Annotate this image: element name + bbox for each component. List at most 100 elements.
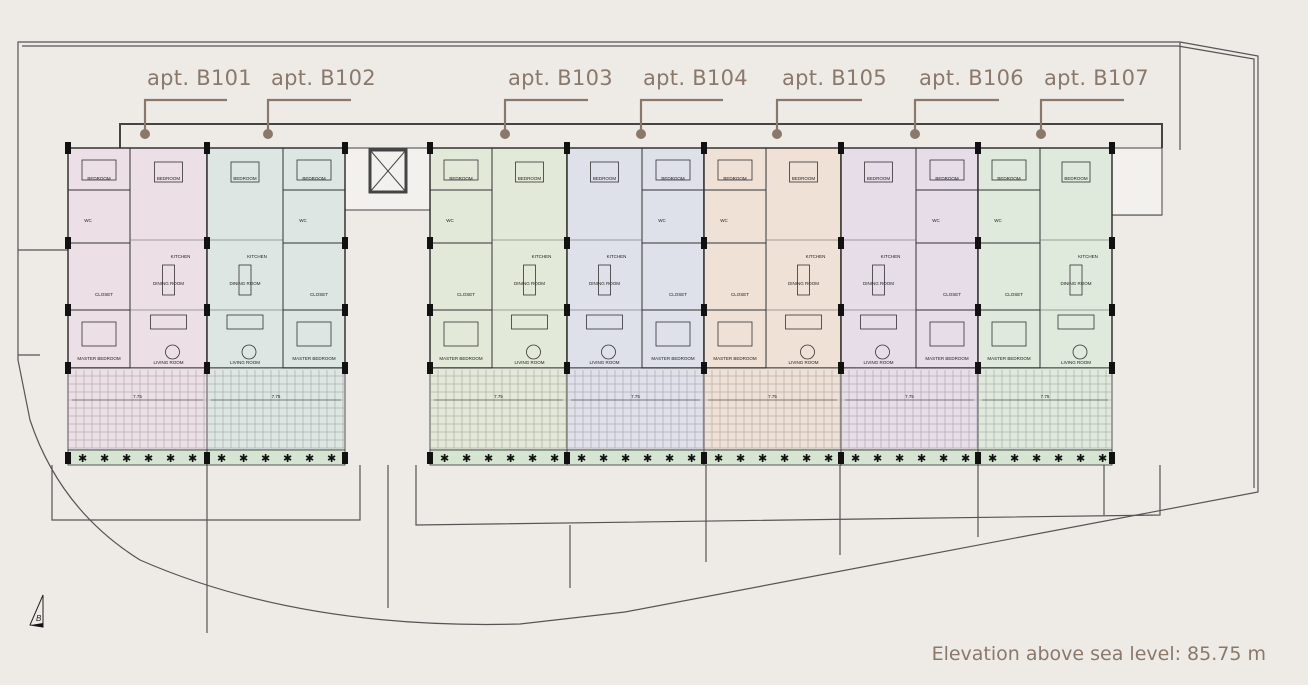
apartment-label-b104[interactable]: apt. B104 <box>643 66 748 90</box>
north-arrow-icon: B <box>29 594 44 628</box>
leader-dot <box>500 129 510 139</box>
apartment-leader <box>772 98 862 139</box>
room-label: KITCHEN <box>607 254 627 259</box>
room-label: CLOSET <box>943 292 961 297</box>
leader-dot <box>636 129 646 139</box>
apartment-leader <box>140 98 227 139</box>
room-label: BEDROOM <box>233 176 257 181</box>
room-label: WC <box>446 218 454 223</box>
room-label: CLOSET <box>731 292 749 297</box>
room-label: BEDROOM <box>518 176 542 181</box>
room-label: DINING ROOM <box>863 281 894 286</box>
room-label: MASTER BEDROOM <box>77 356 121 361</box>
room-label: CLOSET <box>669 292 687 297</box>
apartment-label-b105[interactable]: apt. B105 <box>782 66 887 90</box>
room-label: MASTER BEDROOM <box>439 356 483 361</box>
room-label: DINING ROOM <box>230 281 261 286</box>
apartment-label-b101[interactable]: apt. B101 <box>147 66 252 90</box>
plant-icon: ✱ <box>239 453 248 465</box>
room-label: MASTER BEDROOM <box>987 356 1031 361</box>
plant-icon: ✱ <box>687 453 696 465</box>
leader-dot <box>140 129 150 139</box>
terrace <box>206 367 346 451</box>
room-label: LIVING ROOM <box>153 360 183 365</box>
terrace-dimension: 7.75 <box>768 394 777 399</box>
plant-icon: ✱ <box>939 453 948 465</box>
planter <box>566 449 705 466</box>
room-label: DINING ROOM <box>514 281 545 286</box>
plant-icon: ✱ <box>1054 453 1063 465</box>
plant-icon: ✱ <box>665 453 674 465</box>
plant-icon: ✱ <box>188 453 197 465</box>
site-outline <box>17 41 1259 633</box>
plant-icon: ✱ <box>599 453 608 465</box>
room-label: BEDROOM <box>1064 176 1088 181</box>
plant-icon: ✱ <box>283 453 292 465</box>
apartment-label-b107[interactable]: apt. B107 <box>1044 66 1149 90</box>
room-label: WC <box>84 218 92 223</box>
room-label: DINING ROOM <box>589 281 620 286</box>
terrace-dimension: 7.75 <box>272 394 281 399</box>
room-label: KITCHEN <box>247 254 267 259</box>
room-label: BEDROOM <box>157 176 181 181</box>
room-label: BEDROOM <box>302 176 326 181</box>
plant-icon: ✱ <box>484 453 493 465</box>
apartment-label-b102[interactable]: apt. B102 <box>271 66 376 90</box>
apartment-label-b106[interactable]: apt. B106 <box>919 66 1024 90</box>
plant-icon: ✱ <box>643 453 652 465</box>
room-label: BEDROOM <box>87 176 111 181</box>
plant-icon: ✱ <box>988 453 997 465</box>
apartment-leader <box>500 98 588 139</box>
plant-icon: ✱ <box>824 453 833 465</box>
terrace-dimension: 7.75 <box>631 394 640 399</box>
plant-icon: ✱ <box>621 453 630 465</box>
apartment-label-b103[interactable]: apt. B103 <box>508 66 613 90</box>
plant-icon: ✱ <box>895 453 904 465</box>
room-label: KITCHEN <box>881 254 901 259</box>
leader-dot <box>1036 129 1046 139</box>
terrace-dimension: 7.75 <box>905 394 914 399</box>
apartment-leader <box>1036 98 1124 139</box>
room-label: LIVING ROOM <box>863 360 893 365</box>
plant-icon: ✱ <box>166 453 175 465</box>
room-label: WC <box>299 218 307 223</box>
room-label: DINING ROOM <box>153 281 184 286</box>
room-label: KITCHEN <box>171 254 191 259</box>
room-label: LIVING ROOM <box>788 360 818 365</box>
plant-icon: ✱ <box>917 453 926 465</box>
room-label: BEDROOM <box>792 176 816 181</box>
terrace <box>977 367 1113 451</box>
plant-icon: ✱ <box>780 453 789 465</box>
room-label: KITCHEN <box>1078 254 1098 259</box>
plant-icon: ✱ <box>961 453 970 465</box>
plant-icon: ✱ <box>217 453 226 465</box>
plant-icon: ✱ <box>462 453 471 465</box>
room-label: LIVING ROOM <box>514 360 544 365</box>
plant-icon: ✱ <box>1098 453 1107 465</box>
planter <box>206 449 346 466</box>
plant-icon: ✱ <box>327 453 336 465</box>
terrace-dimension: 7.75 <box>494 394 503 399</box>
plant-icon: ✱ <box>577 453 586 465</box>
room-label: BEDROOM <box>661 176 685 181</box>
room-label: BEDROOM <box>723 176 747 181</box>
elevation-label: Elevation above sea level: 85.75 m <box>931 643 1266 665</box>
room-label: DINING ROOM <box>1061 281 1092 286</box>
room-label: WC <box>658 218 666 223</box>
apartment-leader <box>636 98 723 139</box>
planter <box>840 449 979 466</box>
apartment-leader <box>263 98 351 139</box>
room-label: MASTER BEDROOM <box>292 356 336 361</box>
room-label: MASTER BEDROOM <box>651 356 695 361</box>
room-label: WC <box>932 218 940 223</box>
plant-icon: ✱ <box>550 453 559 465</box>
room-label: CLOSET <box>1005 292 1023 297</box>
terrace <box>566 367 705 451</box>
